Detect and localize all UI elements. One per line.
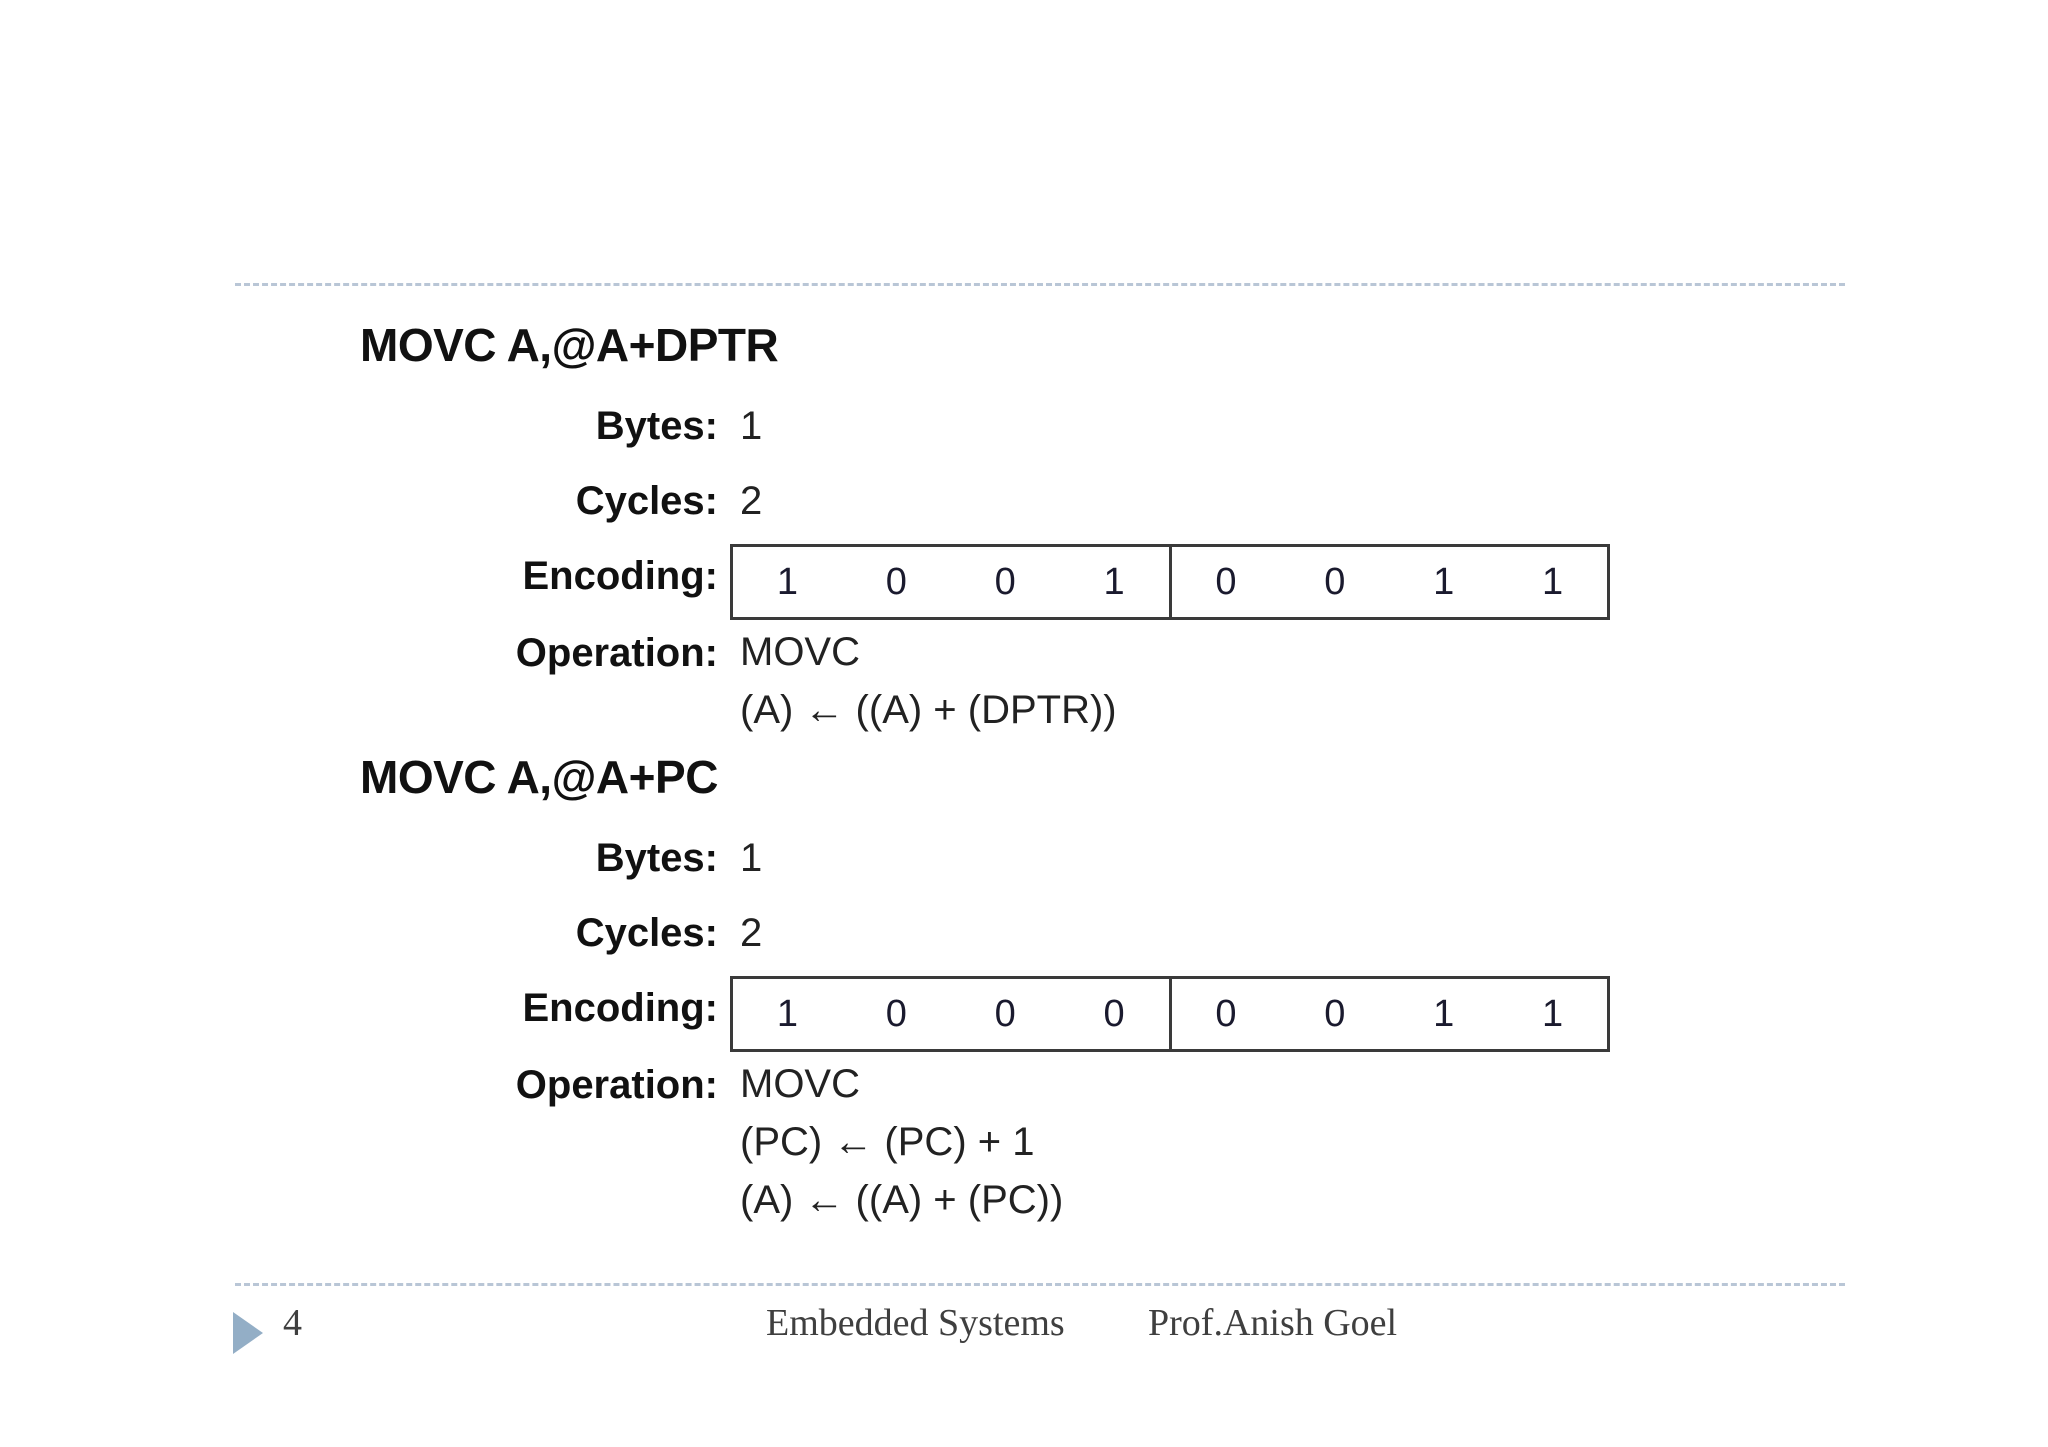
encoding-bit: 0 xyxy=(1215,992,1237,1035)
operation-lines: MOVC (PC) ← (PC) + 1 (A) ← ((A) + (PC)) xyxy=(740,1055,1063,1229)
encoding-bit: 1 xyxy=(1433,560,1455,603)
encoding-bit: 0 xyxy=(1324,992,1346,1035)
operation-row: Operation: xyxy=(0,623,2048,683)
bytes-label: Bytes: xyxy=(595,836,718,880)
cycles-value: 2 xyxy=(740,479,763,523)
operation-lines: MOVC (A) ← ((A) + (DPTR)) xyxy=(740,623,1117,739)
cycles-row: Cycles: 2 xyxy=(0,903,2048,963)
encoding-bit: 0 xyxy=(1324,560,1346,603)
bytes-label: Bytes: xyxy=(595,404,718,448)
footer-author-name: Prof.Anish Goel xyxy=(1148,1302,1398,1344)
bytes-value: 1 xyxy=(740,404,763,448)
cycles-row: Cycles: 2 xyxy=(0,471,2048,531)
encoding-bit: 1 xyxy=(1433,992,1455,1035)
encoding-label: Encoding: xyxy=(522,554,718,598)
footer-course-name: Embedded Systems xyxy=(766,1302,1065,1344)
encoding-bit: 1 xyxy=(776,560,798,603)
encoding-bit: 1 xyxy=(776,992,798,1035)
slide-footer: 4 Embedded Systems Prof.Anish Goel xyxy=(0,1300,2048,1380)
operation-line: MOVC xyxy=(740,630,860,674)
encoding-label: Encoding: xyxy=(522,986,718,1030)
cycles-label: Cycles: xyxy=(575,479,718,523)
instruction-title: MOVC A,@A+DPTR xyxy=(360,319,779,371)
operation-line: MOVC xyxy=(740,1062,860,1106)
operation-line: (PC) ← (PC) + 1 xyxy=(740,1120,1035,1164)
encoding-row: Encoding: xyxy=(0,978,2048,1038)
encoding-bit: 1 xyxy=(1103,560,1125,603)
bytes-value: 1 xyxy=(740,836,763,880)
encoding-bit-table: 1 0 0 1 0 0 1 1 xyxy=(730,544,1610,620)
encoding-low-nibble: 0 0 1 1 xyxy=(1168,547,1608,617)
triangle-right-icon xyxy=(233,1312,263,1354)
operation-line: (A) ← ((A) + (PC)) xyxy=(740,1178,1064,1222)
slide-number: 4 xyxy=(283,1302,302,1344)
encoding-bit: 0 xyxy=(1215,560,1237,603)
encoding-bit: 0 xyxy=(885,560,907,603)
cycles-value: 2 xyxy=(740,911,763,955)
top-divider xyxy=(235,283,1845,286)
encoding-bit: 1 xyxy=(1541,560,1564,603)
encoding-bit-table: 1 0 0 0 0 0 1 1 xyxy=(730,976,1610,1052)
instruction-title: MOVC A,@A+PC xyxy=(360,751,718,803)
operation-label: Operation: xyxy=(515,1063,718,1107)
bytes-row: Bytes: 1 xyxy=(0,828,2048,888)
encoding-high-nibble: 1 0 0 1 xyxy=(733,547,1169,617)
encoding-high-nibble: 1 0 0 0 xyxy=(733,979,1169,1049)
operation-label: Operation: xyxy=(515,631,718,675)
encoding-low-nibble: 0 0 1 1 xyxy=(1168,979,1608,1049)
encoding-bit: 0 xyxy=(885,992,907,1035)
encoding-bit: 1 xyxy=(1541,992,1564,1035)
bottom-divider xyxy=(235,1283,1845,1286)
encoding-bit: 0 xyxy=(994,560,1016,603)
bytes-row: Bytes: 1 xyxy=(0,396,2048,456)
encoding-row: Encoding: xyxy=(0,546,2048,606)
operation-row: Operation: xyxy=(0,1055,2048,1115)
encoding-bit: 0 xyxy=(1103,992,1125,1035)
cycles-label: Cycles: xyxy=(575,911,718,955)
operation-line: (A) ← ((A) + (DPTR)) xyxy=(740,688,1117,732)
encoding-bit: 0 xyxy=(994,992,1016,1035)
